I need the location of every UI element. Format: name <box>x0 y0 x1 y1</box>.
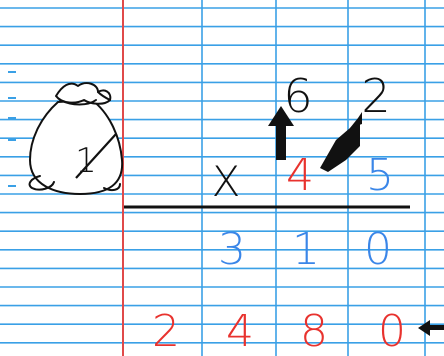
arrow-left-icon <box>418 320 444 336</box>
result-digit-tens: 8 <box>300 306 328 356</box>
sack-icon <box>28 82 124 195</box>
partial-digit-hundreds: 3 <box>218 224 246 275</box>
result-digit-thousands: 2 <box>152 306 180 356</box>
partial-digit-units: 0 <box>364 224 392 275</box>
multiply-sign: X <box>212 157 241 206</box>
partial-digit-tens: 1 <box>292 224 320 275</box>
carry-digit-2: 2 <box>361 69 390 123</box>
multiplier-digit-tens: 4 <box>286 150 314 201</box>
result-digit-units: 0 <box>378 306 406 356</box>
column-lines <box>201 0 426 356</box>
result-digit-hundreds: 4 <box>226 306 254 356</box>
margin-ticks <box>8 71 16 187</box>
bag-number: 1 <box>75 141 97 181</box>
bag-strike <box>75 133 117 179</box>
multiplier-digit-units: 5 <box>366 150 394 201</box>
arrow-up-icon <box>268 106 294 160</box>
pencil-icon <box>320 112 362 172</box>
carry-digit-1: 6 <box>283 69 312 123</box>
